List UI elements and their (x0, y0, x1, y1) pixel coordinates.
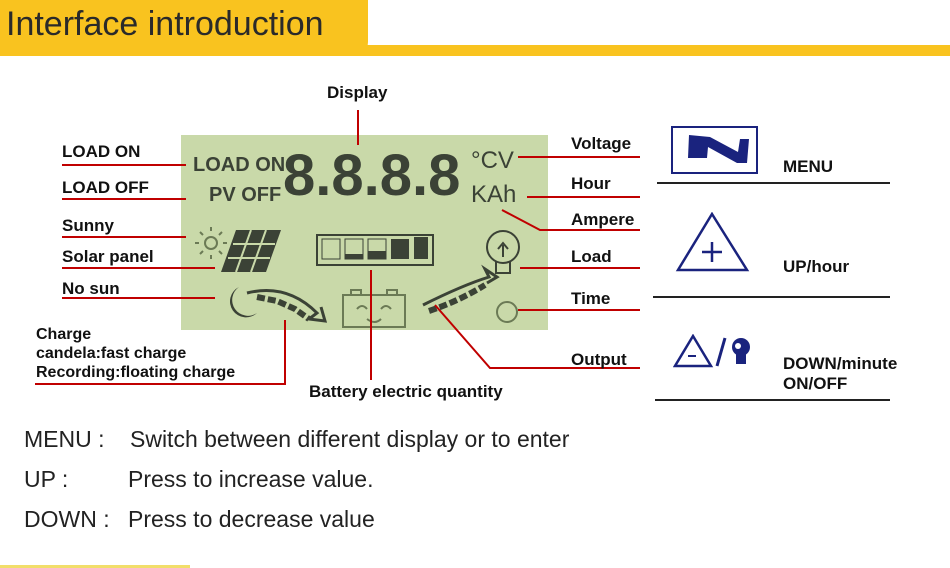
header-bar (0, 45, 950, 56)
header-tab: Interface introduction (0, 0, 368, 56)
description-text: Press to increase value. (128, 466, 374, 492)
down-label-line-2: ON/OFF (783, 374, 848, 393)
down-label: DOWN/minute ON/OFF (783, 354, 897, 394)
description-down: DOWN : Press to decrease value (24, 506, 375, 533)
lcd-load-on: LOAD ON (193, 154, 286, 176)
description-key: MENU : (24, 426, 105, 452)
lcd-display: LOAD ON PV OFF 8.8.8.8 °CV KAh (181, 135, 548, 330)
battery-face-icon (342, 289, 406, 328)
lcd-unit-kah: KAh (471, 181, 517, 208)
description-key: DOWN : (24, 506, 110, 532)
label-voltage: Voltage (571, 134, 632, 153)
menu-n-icon[interactable] (670, 125, 760, 175)
clock-icon (496, 301, 518, 323)
sun-icon (195, 227, 227, 259)
output-arrow-icon (422, 264, 500, 314)
menu-label: MENU (783, 157, 834, 176)
label-charge: Charge candela:fast charge Recording:flo… (36, 325, 235, 382)
description-up: UP : Press to increase value. (24, 466, 373, 493)
battery-level-icon (316, 234, 434, 266)
label-display: Display (327, 83, 388, 102)
lcd-pv-off: PV OFF (209, 184, 282, 206)
label-battery: Battery electric quantity (309, 382, 503, 401)
charge-arrow-icon (246, 289, 328, 323)
label-sunny: Sunny (62, 216, 114, 235)
lcd-unit-cv: °CV (471, 147, 514, 174)
label-time: Time (571, 289, 611, 308)
lcd-digits: 8.8.8.8 (283, 143, 461, 208)
footer-accent (0, 565, 190, 568)
label-load-off: LOAD OFF (62, 178, 149, 197)
solar-panel-icon (221, 229, 281, 273)
charge-line-2: candela:fast charge (36, 345, 187, 362)
lcd-icons (195, 227, 520, 328)
page-title: Interface introduction (6, 5, 324, 43)
triangle-minus-bulb-icon[interactable] (673, 334, 758, 370)
down-label-line-1: DOWN/minute (783, 354, 898, 373)
up-label: UP/hour (783, 257, 850, 276)
description-text: Switch between different display or to e… (130, 426, 570, 452)
triangle-plus-icon[interactable] (675, 212, 750, 272)
label-load: Load (571, 247, 612, 266)
description-key: UP : (24, 466, 69, 492)
label-hour: Hour (571, 174, 611, 193)
label-solar-panel: Solar panel (62, 247, 154, 266)
label-ampere: Ampere (571, 210, 635, 229)
label-load-on: LOAD ON (62, 142, 141, 161)
label-output: Output (571, 350, 627, 369)
charge-line-3: Recording:floating charge (36, 364, 236, 381)
description-text: Press to decrease value (128, 506, 375, 532)
charge-line-1: Charge (36, 326, 92, 343)
label-no-sun: No sun (62, 279, 120, 298)
description-menu: MENU : Switch between different display o… (24, 426, 569, 453)
bulb-icon (486, 230, 520, 274)
